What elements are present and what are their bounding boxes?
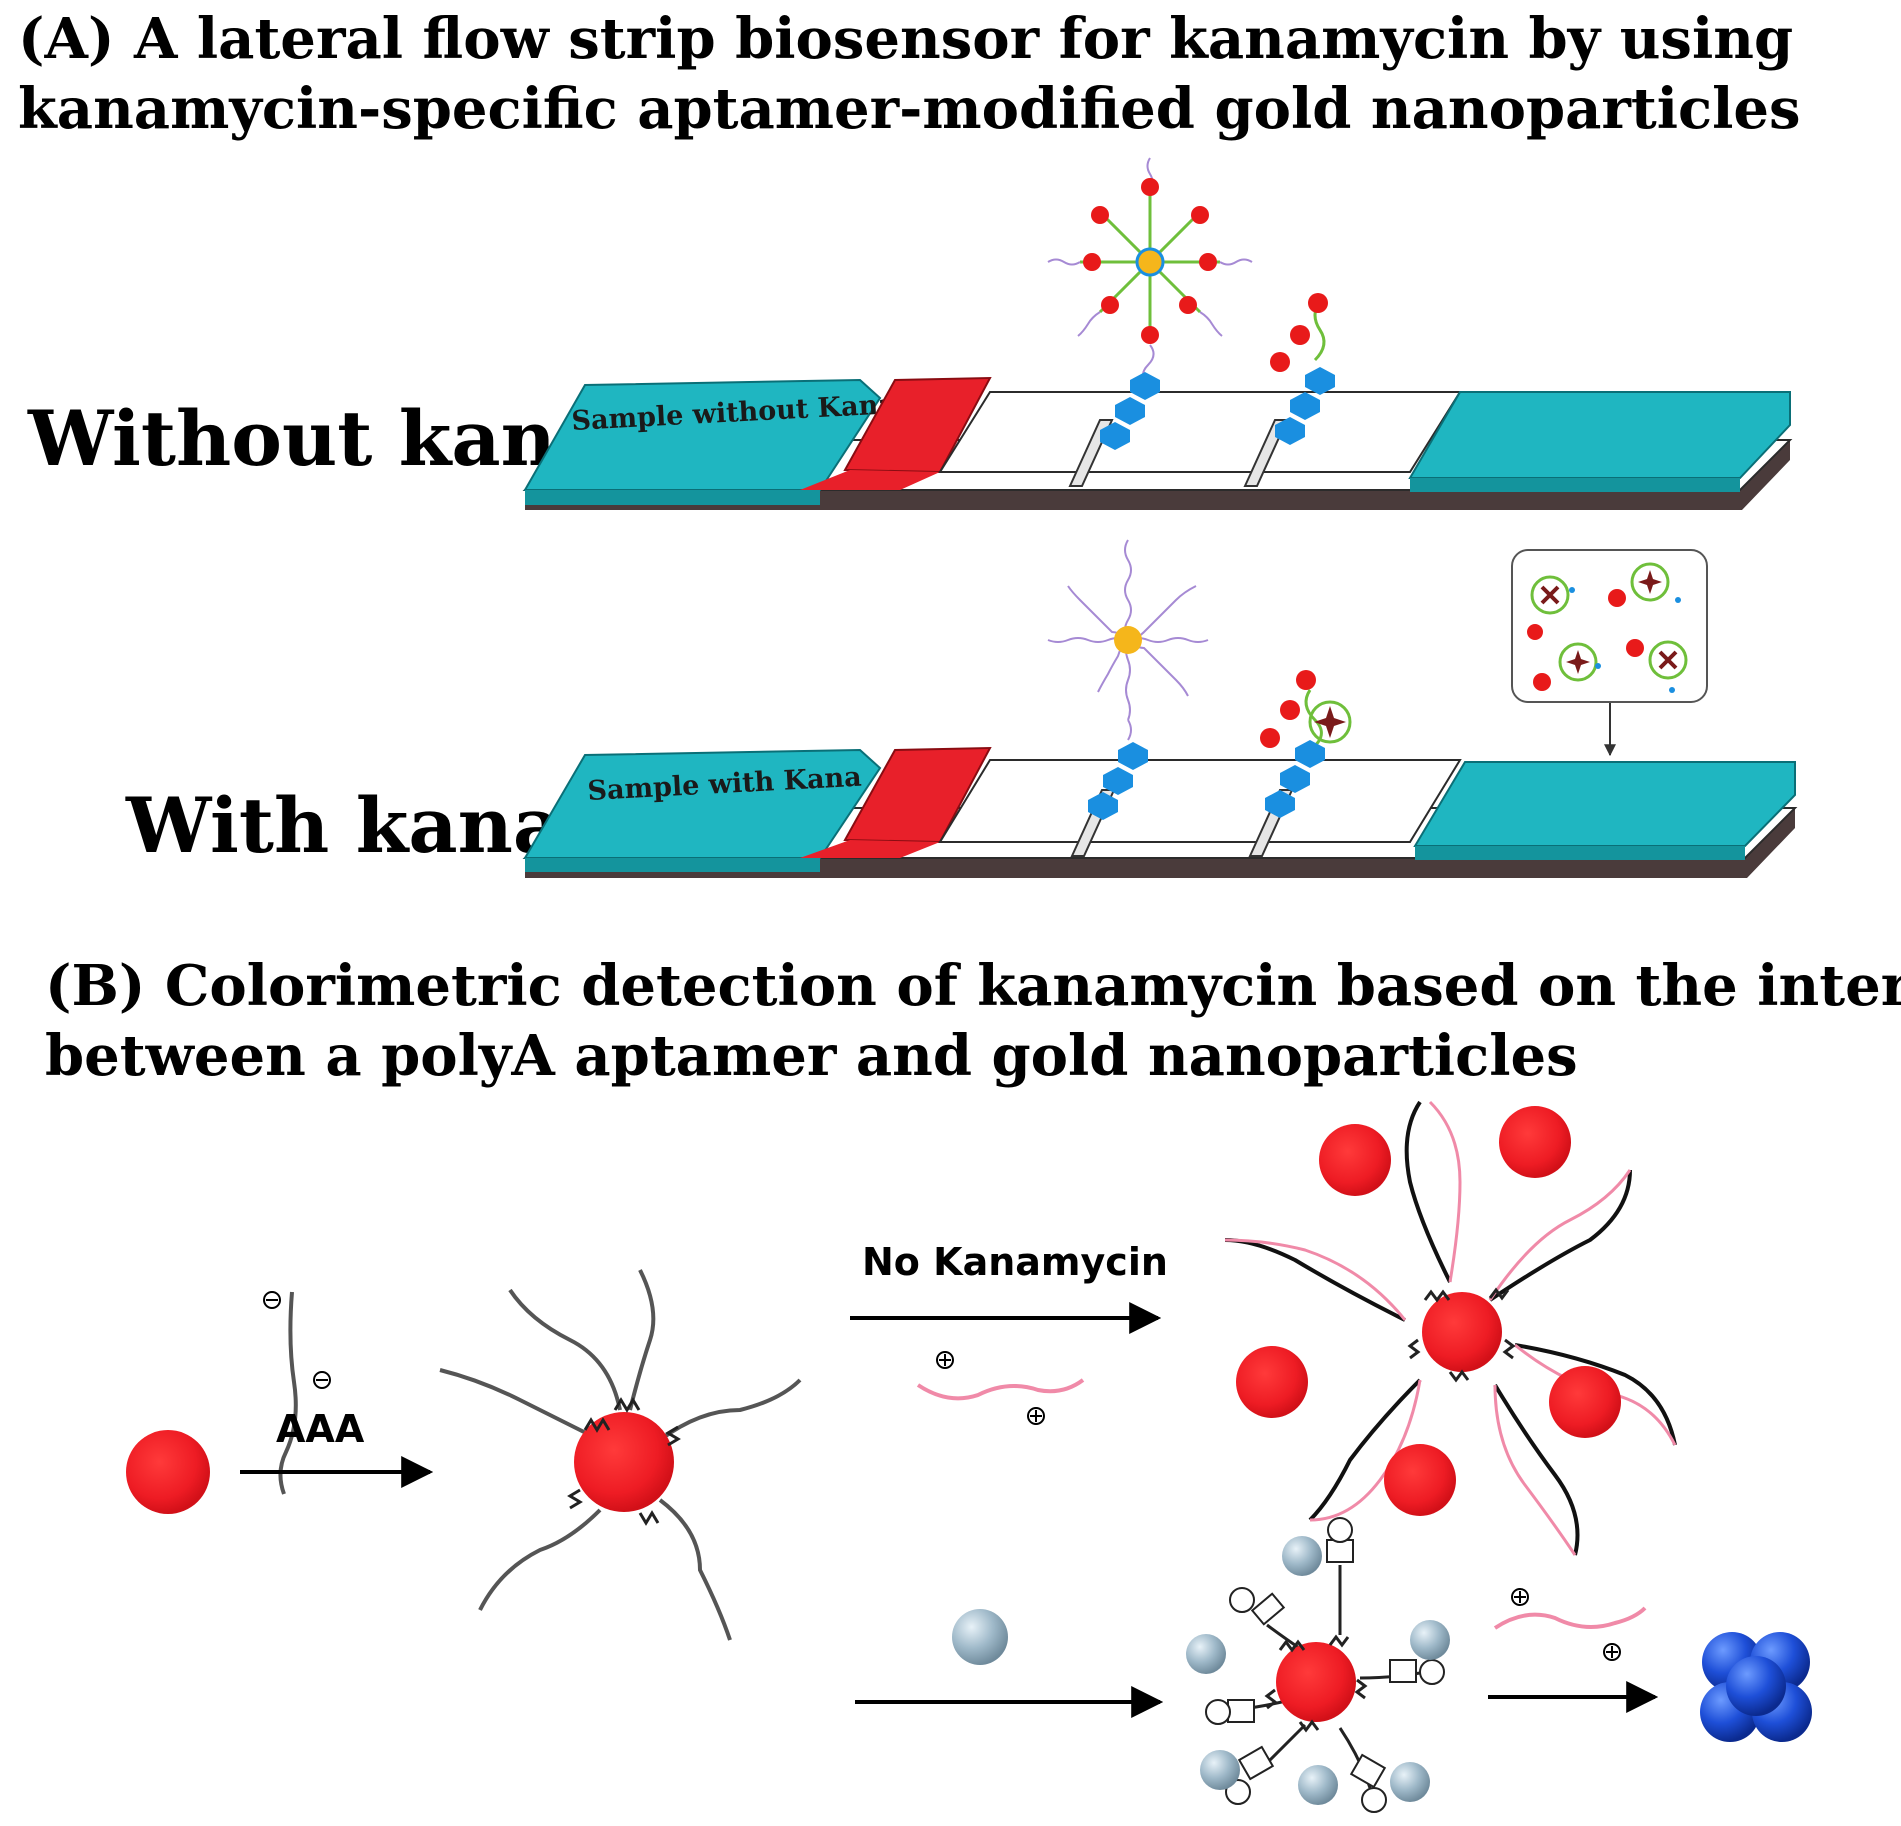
panel-a-title-line2: kanamycin-specific aptamer-modified gold… bbox=[18, 76, 1801, 142]
positive-charge-icon bbox=[936, 1351, 954, 1369]
aptamer-functionalized-nanoparticle bbox=[439, 1269, 802, 1641]
negative-charge-icon bbox=[313, 1371, 331, 1389]
sample-pad-edge bbox=[525, 490, 820, 505]
dispersed-nanoparticles-hybridized bbox=[1224, 1100, 1677, 1556]
kanamycin-bound-nanoparticle bbox=[1186, 1517, 1450, 1813]
conjugate-pad-lower bbox=[800, 470, 940, 490]
absorbent-pad bbox=[1408, 391, 1791, 479]
kanamycin-complex bbox=[1626, 639, 1688, 693]
absorbent-pad-edge bbox=[1410, 478, 1740, 492]
panel-a: (A) A lateral flow strip biosensor for k… bbox=[18, 6, 1801, 878]
aptamer-gold-nanoparticle-probe bbox=[1047, 157, 1253, 450]
absorbent-pad bbox=[1413, 761, 1796, 847]
polya-aptamer-strand bbox=[263, 1291, 331, 1495]
gold-nanoparticle bbox=[126, 1430, 210, 1514]
antisense-strand bbox=[916, 1351, 1085, 1425]
panel-b-title-line1: (B) Colorimetric detection of kanamycin … bbox=[45, 953, 1901, 1019]
panel-b-title-line2: between a polyA aptamer and gold nanopar… bbox=[45, 1023, 1578, 1089]
panel-a-title-line1: (A) A lateral flow strip biosensor for k… bbox=[18, 6, 1793, 72]
strip-base bbox=[525, 440, 1790, 510]
panel-b: (B) Colorimetric detection of kanamycin … bbox=[45, 953, 1901, 1813]
sample-pad-edge bbox=[525, 858, 820, 872]
bare-gold-nanoparticle-probe bbox=[1047, 539, 1209, 820]
positive-charge-icon bbox=[1027, 1407, 1045, 1425]
without-kana-label: Without kana bbox=[27, 394, 605, 483]
positive-charge-icon bbox=[1603, 1643, 1621, 1661]
aggregated-nanoparticles bbox=[1700, 1632, 1812, 1742]
kanamycin-molecule bbox=[952, 1609, 1008, 1665]
nitrocellulose-membrane bbox=[938, 759, 1462, 843]
polya-label: AAA bbox=[276, 1407, 365, 1451]
nitrocellulose-membrane bbox=[938, 391, 1462, 473]
kanamycin-complex bbox=[1527, 575, 1575, 640]
strip-base bbox=[525, 808, 1795, 878]
strip-with-kana: Sample with Kana bbox=[522, 746, 1798, 878]
with-kana-label: With kana bbox=[125, 781, 562, 870]
strip-without-kana: Sample without Kana bbox=[522, 376, 1793, 510]
conjugate-pad-lower bbox=[800, 840, 940, 858]
kanamycin-complex bbox=[1608, 562, 1681, 607]
antisense-strand bbox=[1493, 1588, 1647, 1661]
no-kanamycin-label: No Kanamycin bbox=[862, 1240, 1168, 1284]
positive-charge-icon bbox=[1511, 1588, 1529, 1606]
kanamycin-complex bbox=[1533, 642, 1601, 691]
control-line-capture bbox=[1270, 293, 1335, 445]
control-line-capture-kanamycin bbox=[1260, 670, 1352, 818]
absorbent-pad-edge bbox=[1415, 846, 1745, 860]
kanamycin-complex-inset bbox=[1511, 549, 1708, 757]
negative-charge-icon bbox=[263, 1291, 281, 1309]
